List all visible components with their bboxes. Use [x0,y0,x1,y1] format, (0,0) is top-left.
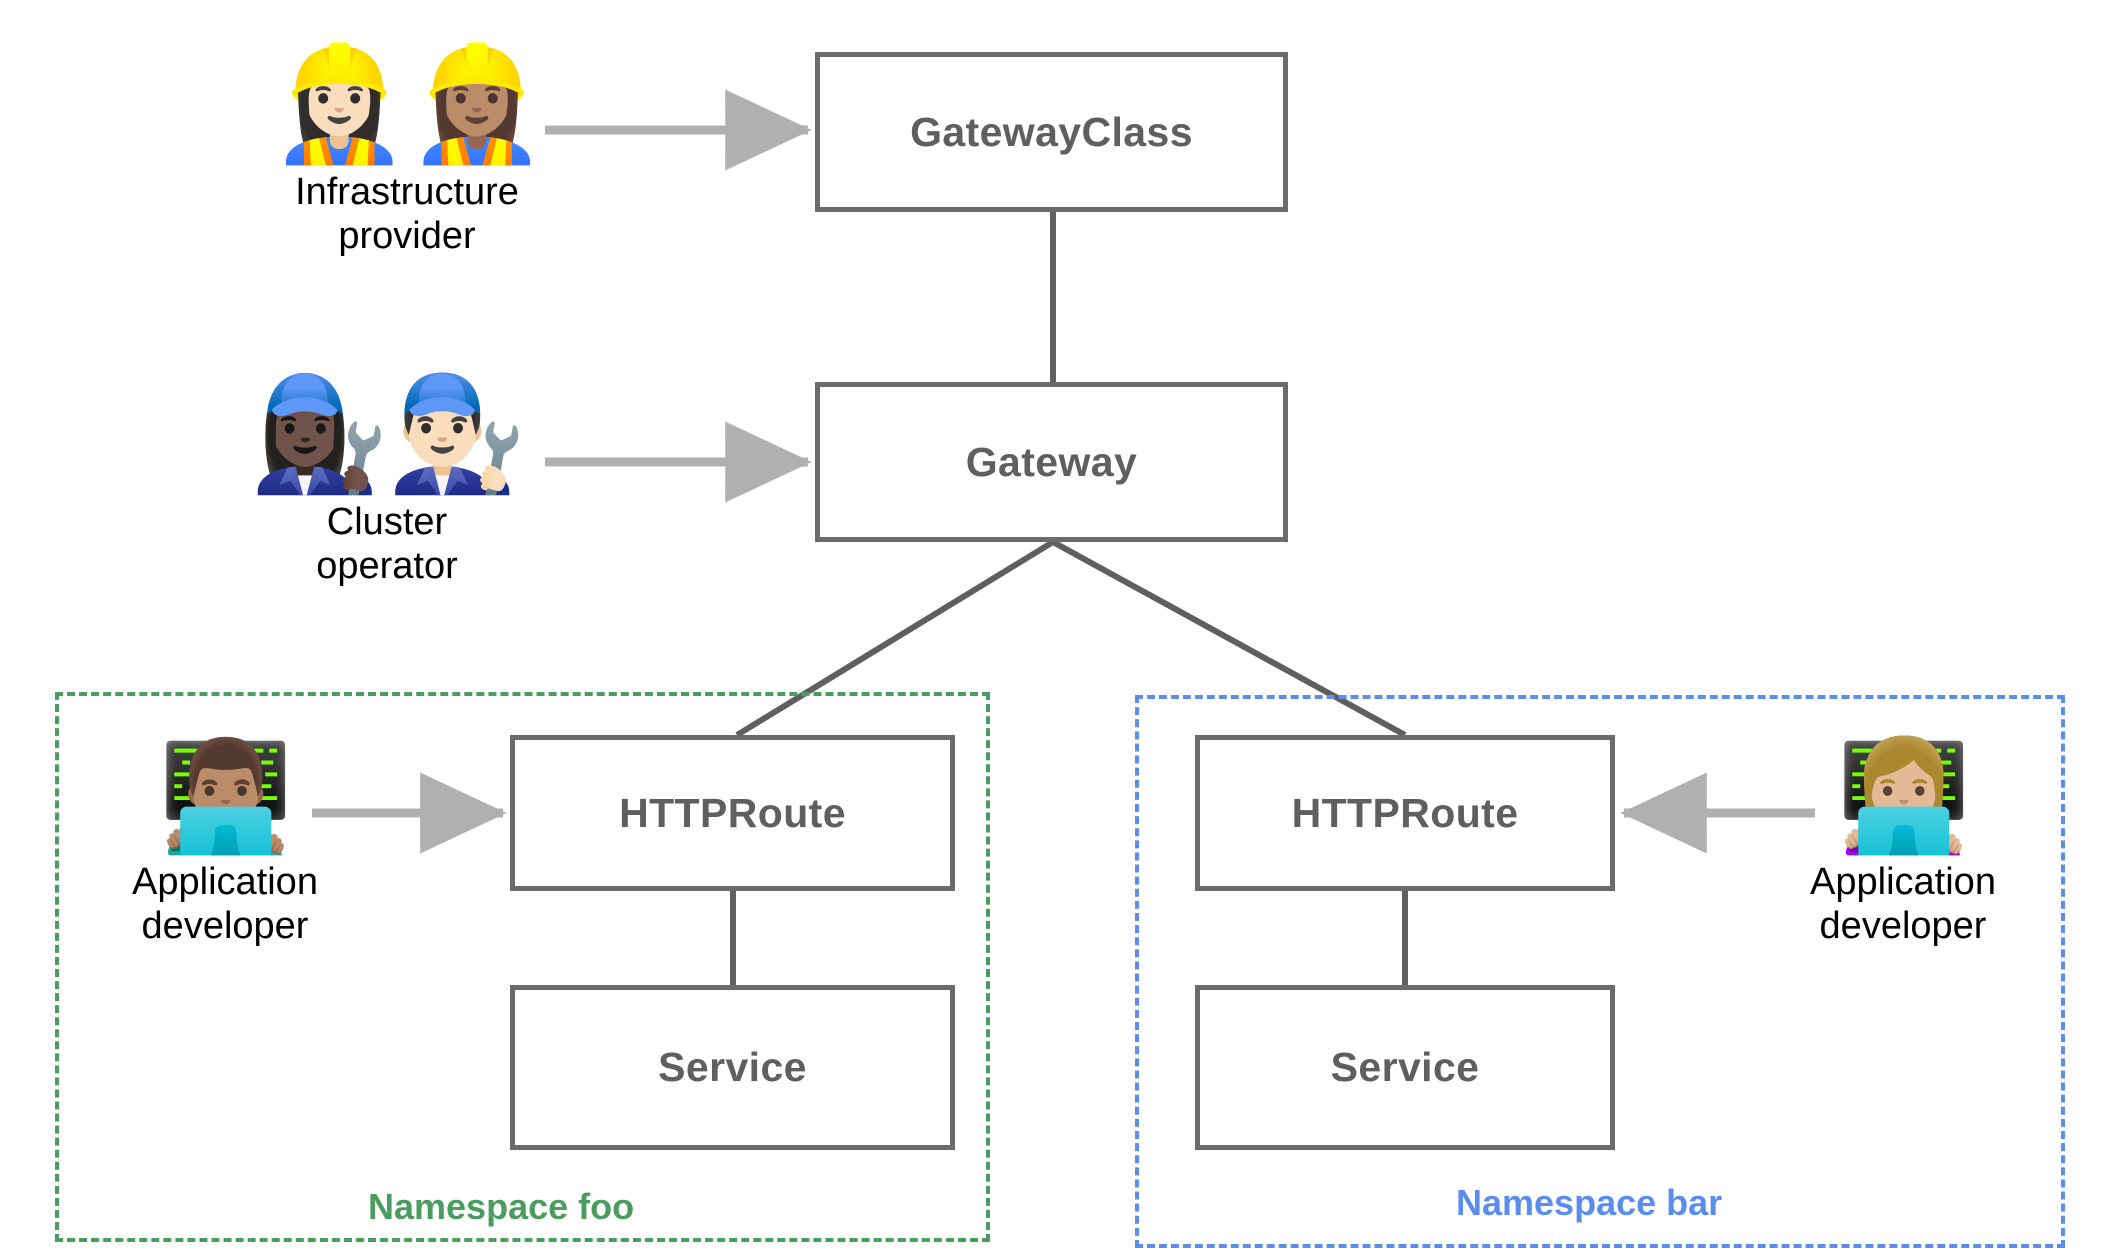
resource-box-httproute-bar[interactable]: HTTPRoute [1195,735,1615,891]
resource-box-gateway[interactable]: Gateway [815,382,1288,542]
technologist-icon: 👨🏽‍💻 [158,735,293,856]
persona-application-developer-bar: 👩🏼‍💻 Application developer [1788,742,2018,949]
resource-label-service-foo: Service [658,1044,807,1090]
resource-label-gateway: Gateway [965,438,1138,485]
persona-cluster-operator: 👩🏿‍🔧👨🏻‍🔧 Cluster operator [250,378,527,589]
technologist-icon: 👩🏼‍💻 [1836,735,1971,856]
persona-label-infrastructure-provider: Infrastructure provider [295,171,519,258]
namespace-label-bar: Namespace bar [1456,1182,1723,1223]
resource-label-gatewayclass: GatewayClass [910,108,1193,155]
persona-infrastructure-provider: 👷🏻‍♀️👷🏽‍♀️ Infrastructure provider [270,48,547,259]
persona-label-application-developer-bar: Application developer [1810,861,1996,948]
resource-box-httproute-foo[interactable]: HTTPRoute [510,735,955,891]
mechanics-icon: 👩🏿‍🔧👨🏻‍🔧 [249,371,527,496]
resource-label-httproute-bar: HTTPRoute [1291,789,1519,836]
resource-label-service-bar: Service [1330,1044,1480,1090]
namespace-label-foo: Namespace foo [368,1186,635,1227]
resource-box-service-foo[interactable]: Service [510,985,955,1150]
namespace-boundary-foo [55,692,990,1242]
construction-workers-icon: 👷🏻‍♀️👷🏽‍♀️ [269,41,547,166]
resource-box-gatewayclass[interactable]: GatewayClass [815,52,1288,212]
persona-application-developer-foo: 👨🏽‍💻 Application developer [110,742,340,949]
persona-label-cluster-operator: Cluster operator [316,501,458,588]
namespace-boundary-bar [1135,695,2065,1248]
resource-box-service-bar[interactable]: Service [1195,985,1615,1150]
resource-label-httproute-foo: HTTPRoute [619,789,846,836]
persona-label-application-developer-foo: Application developer [132,861,318,948]
